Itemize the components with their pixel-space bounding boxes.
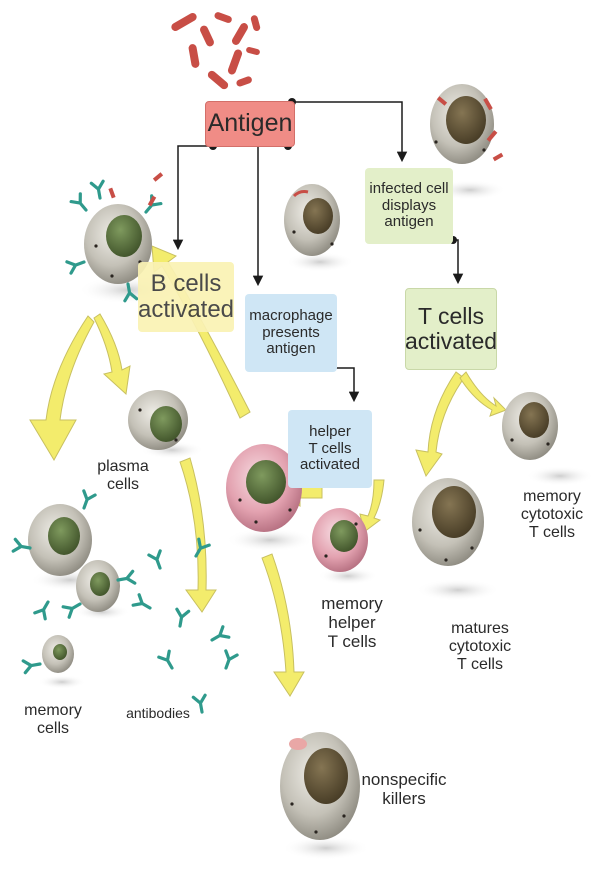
memory-cells-label: memory cells: [18, 702, 88, 738]
infected-cell-label-box: infected cell displays antigen: [365, 168, 453, 244]
nonspecific-killers-label: nonspecific killers: [354, 770, 454, 808]
antigen-label-box: Antigen: [205, 101, 295, 147]
plasma-cell: [128, 390, 188, 450]
free-antibodies: [133, 539, 237, 713]
matures-cytotoxic-label: matures cytotoxic T cells: [440, 620, 520, 674]
nonspecific-killer-cell: [280, 732, 360, 840]
memory-helper-label: memory helper T cells: [312, 594, 392, 651]
infected-cell-label: infected cell displays antigen: [369, 181, 448, 231]
macrophage-label-box: macrophage presents antigen: [245, 294, 337, 372]
mature-cytotoxic-t-cell: [412, 478, 484, 566]
b-cells-label-box: B cells activated: [138, 262, 234, 332]
macrophage-label: macrophage presents antigen: [249, 308, 332, 358]
antigen-label: Antigen: [208, 110, 293, 138]
b-cells-label: B cells activated: [138, 271, 234, 324]
helper-t-label: helper T cells activated: [300, 424, 360, 474]
memory-helper-t-cell: [312, 508, 368, 572]
antigen-bacteria-cluster: [170, 11, 261, 91]
t-cells-label: T cells activated: [405, 304, 497, 355]
antibodies-label: antibodies: [118, 706, 198, 722]
t-cells-label-box: T cells activated: [405, 288, 497, 370]
memory-cytotoxic-t-cell: [502, 392, 558, 460]
plasma-cells-label: plasma cells: [88, 458, 158, 494]
infected-cell: [430, 84, 503, 164]
helper-t-label-box: helper T cells activated: [288, 410, 372, 488]
memory-cytotoxic-label: memory cytotoxic T cells: [512, 488, 592, 542]
